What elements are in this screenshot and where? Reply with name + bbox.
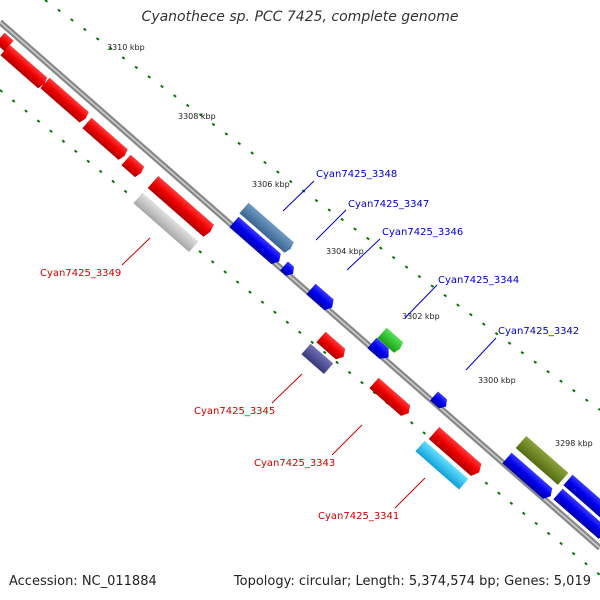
- tick-label: 3300 kbp: [478, 376, 516, 385]
- gene-labels: Cyan7425_3348 Cyan7425_3347 Cyan7425_334…: [40, 169, 579, 522]
- tick-label: 3304 kbp: [326, 247, 364, 256]
- outer-tick-track: [44, 0, 600, 411]
- genome-summary-text: Topology: circular; Length: 5,374,574 bp…: [233, 574, 591, 589]
- gene-label: Cyan7425_3341: [318, 511, 399, 522]
- map-title: Cyanothece sp. PCC 7425, complete genome: [141, 9, 459, 25]
- gene-arrow: [369, 377, 411, 416]
- gene-arrow: [133, 192, 199, 253]
- gene-arrow: [82, 117, 128, 160]
- tick-label: 3306 kbp: [252, 180, 290, 189]
- gene-label: Cyan7425_3346: [382, 227, 463, 238]
- tick-label: 3298 kbp: [555, 439, 593, 448]
- gene-arrow: [280, 261, 294, 276]
- gene-arrow: [229, 216, 281, 265]
- callout-line: [282, 180, 315, 212]
- callout-line: [346, 238, 381, 271]
- tick-label: 3308 kbp: [178, 112, 216, 121]
- callout-line: [121, 237, 151, 266]
- callout-line: [271, 373, 303, 404]
- inner-tick-track: [0, 89, 600, 576]
- gene-features: [0, 32, 600, 539]
- tick-label: 3302 kbp: [402, 312, 440, 321]
- gene-label: Cyan7425_3342: [498, 326, 579, 337]
- gene-arrow: [415, 440, 469, 490]
- gene-arrow: [301, 343, 334, 375]
- callout-line: [331, 424, 363, 456]
- gene-arrow: [306, 283, 334, 311]
- callout-line: [315, 209, 347, 241]
- gene-arrow: [428, 426, 482, 476]
- gene-arrow: [147, 175, 214, 237]
- genome-backbone: [0, 19, 600, 551]
- gene-arrow: [515, 435, 569, 485]
- callout-lines: [121, 180, 497, 509]
- gene-label: Cyan7425_3348: [316, 169, 397, 180]
- gene-arrow: [502, 452, 553, 499]
- callout-line: [404, 284, 438, 319]
- gene-label: Cyan7425_3345: [194, 406, 275, 417]
- gene-arrow: [0, 44, 48, 89]
- callout-line: [394, 477, 426, 509]
- gene-arrow: [430, 391, 447, 409]
- gene-label: Cyan7425_3343: [254, 458, 335, 469]
- callout-line: [465, 337, 497, 371]
- gene-label: Cyan7425_3347: [348, 199, 429, 210]
- gene-label: Cyan7425_3344: [438, 275, 519, 286]
- gene-arrow: [553, 488, 600, 539]
- gene-arrow: [0, 32, 14, 52]
- gene-arrow: [377, 327, 404, 353]
- gene-label: Cyan7425_3349: [40, 268, 121, 279]
- gene-arrow: [40, 77, 89, 123]
- tick-labels: 3310 kbp 3308 kbp 3306 kbp 3304 kbp 3302…: [107, 43, 593, 448]
- gene-arrow: [316, 331, 346, 360]
- tick-label: 3310 kbp: [107, 43, 145, 52]
- gene-arrow: [367, 337, 389, 359]
- gene-arrow: [563, 474, 600, 525]
- accession-text: Accession: NC_011884: [9, 574, 157, 589]
- gene-arrow: [121, 154, 145, 178]
- gene-arrow: [239, 202, 294, 253]
